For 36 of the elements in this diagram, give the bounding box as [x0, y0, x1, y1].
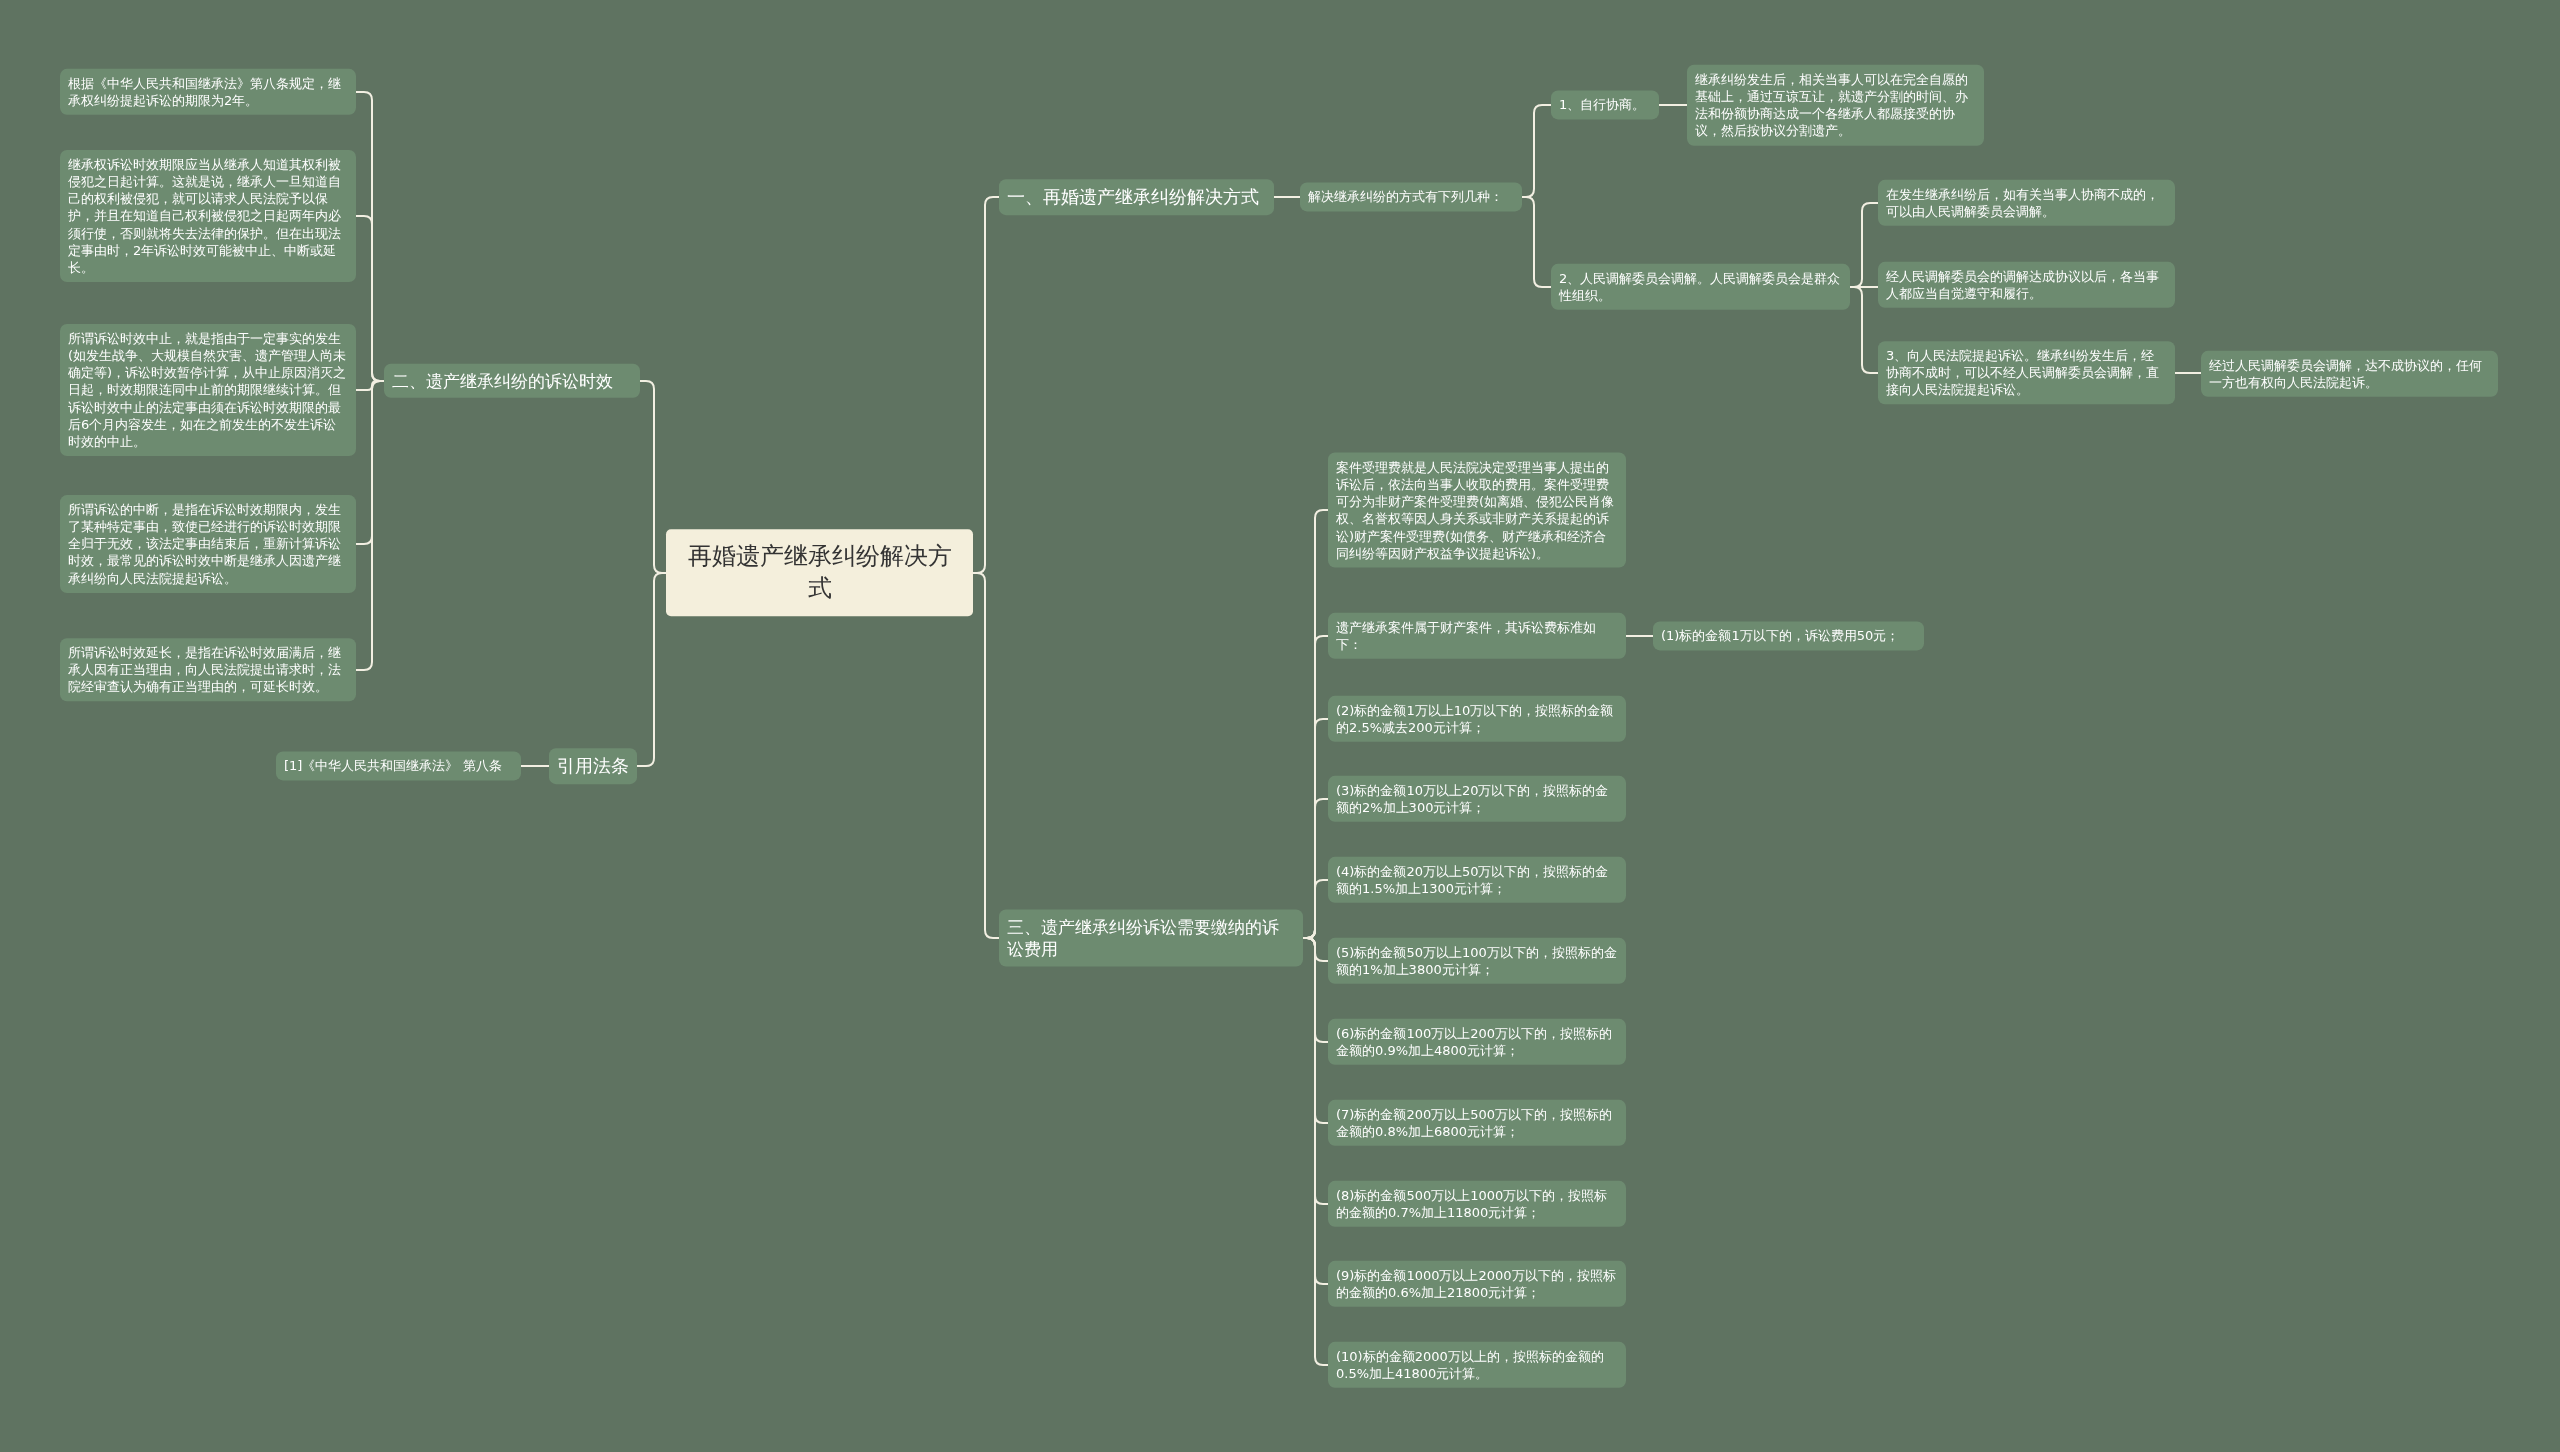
connector	[1658, 104, 1688, 106]
topic-box: (5)标的金额50万以上100万以下的，按照标的金额的1%加上3800元计算；	[1328, 937, 1626, 985]
topic-box: 2、人民调解委员会调解。人民调解委员会是群众性组织。	[1551, 263, 1850, 311]
topic-box: 所谓诉讼的中断，是指在诉讼时效期限内，发生了某种特定事由，致使已经进行的诉讼时效期限全归于无效，该法定事由结束后，重新计算诉讼时效，最常见的诉讼时效中断是继承人因遗产继承纠纷向人民法院提起诉讼。	[60, 495, 356, 593]
topic-box: (6)标的金额100万以上200万以下的，按照标的金额的0.9%加上4800元计算；	[1328, 1018, 1626, 1066]
topic-box: 经过人民调解委员会调解，达不成协议的，任何一方也有权向人民法院起诉。	[2201, 350, 2498, 398]
topic-box: 在发生继承纠纷后，如有关当事人协商不成的，可以由人民调解委员会调解。	[1878, 179, 2175, 227]
topic-box: 一、再婚遗产继承纠纷解决方式	[999, 179, 1274, 215]
topic-box: 继承权诉讼时效期限应当从继承人知道其权利被侵犯之日起计算。这就是说，继承人一旦知道自己的权利被侵犯，就可以请求人民法院予以保护，并且在知道自己权利被侵犯之日起两年内必须行使，否则就将失去法律的保护。但在出现法定事由时，2年诉讼时效可能被中止、中断或延长。	[60, 149, 356, 283]
topic-box: 所谓诉讼时效延长，是指在诉讼时效届满后，继承人因有正当理由，向人民法院提出请求时，法院经审查认为确有正当理由的，可延长时效。	[60, 638, 356, 702]
topic-box: 解决继承纠纷的方式有下列几种：	[1300, 182, 1522, 212]
topic-box: 3、向人民法院提起诉讼。继承纠纷发生后，经协商不成时，可以不经人民调解委员会调解，直接向人民法院提起诉讼。	[1878, 341, 2175, 405]
connector	[1273, 196, 1301, 198]
topic-box: 1、自行协商。	[1551, 90, 1659, 120]
topic-box: (1)标的金额1万以下的，诉讼费用50元；	[1653, 621, 1924, 651]
topic-box: (8)标的金额500万以上1000万以下的，按照标的金额的0.7%加上11800元计算；	[1328, 1180, 1626, 1228]
connector	[1625, 635, 1654, 637]
topic-box: (4)标的金额20万以上50万以下的，按照标的金额的1.5%加上1300元计算；	[1328, 856, 1626, 904]
topic-box: 根据《中华人民共和国继承法》第八条规定，继承权纠纷提起诉讼的期限为2年。	[60, 68, 356, 116]
topic-box: (7)标的金额200万以上500万以下的，按照标的金额的0.8%加上6800元计算；	[1328, 1099, 1626, 1147]
topic-box: 继承纠纷发生后，相关当事人可以在完全自愿的基础上，通过互谅互让，就遗产分割的时间、办法和份额协商达成一个各继承人都愿接受的协议，然后按协议分割遗产。	[1687, 64, 1984, 146]
topic-box: 二、遗产继承纠纷的诉讼时效	[384, 363, 640, 399]
topic-box: (10)标的金额2000万以上的，按照标的金额的0.5%加上41800元计算。	[1328, 1341, 1626, 1389]
topic-box: 经人民调解委员会的调解达成协议以后，各当事人都应当自觉遵守和履行。	[1878, 261, 2175, 309]
topic-box: 三、遗产继承纠纷诉讼需要缴纳的诉讼费用	[999, 909, 1303, 967]
topic-box: (2)标的金额1万以上10万以下的，按照标的金额的2.5%减去200元计算；	[1328, 695, 1626, 743]
topic-box: (9)标的金额1000万以上2000万以下的，按照标的金额的0.6%加上21800元计算；	[1328, 1260, 1626, 1308]
connector	[2174, 372, 2202, 374]
topic-box: 所谓诉讼时效中止，就是指由于一定事实的发生(如发生战争、大规模自然灾害、遗产管理人尚未确定等)，诉讼时效暂停计算，从中止原因消灭之日起，时效期限连同中止前的期限继续计算。但诉讼时效中止的法定事由须在诉讼时效期限的最后6个月内容发生，如在之前发生的不发生诉讼时效的中止。	[60, 323, 356, 457]
topic-box: 引用法条	[549, 748, 637, 784]
topic-box: (3)标的金额10万以上20万以下的，按照标的金额的2%加上300元计算；	[1328, 775, 1626, 823]
topic-box: 案件受理费就是人民法院决定受理当事人提出的诉讼后，依法向当事人收取的费用。案件受理费可分为非财产案件受理费(如离婚、侵犯公民肖像权、名誉权等因人身关系或非财产关系提起的诉讼)财产案件受理费(如债务、财产继承和经济合同纠纷等因财产权益争议提起诉讼)。	[1328, 452, 1626, 568]
connector	[520, 765, 550, 767]
topic-box: [1]《中华人民共和国继承法》 第八条	[276, 751, 521, 781]
central-topic: 再婚遗产继承纠纷解决方式	[666, 529, 973, 617]
topic-box: 遗产继承案件属于财产案件，其诉讼费标准如下：	[1328, 612, 1626, 660]
